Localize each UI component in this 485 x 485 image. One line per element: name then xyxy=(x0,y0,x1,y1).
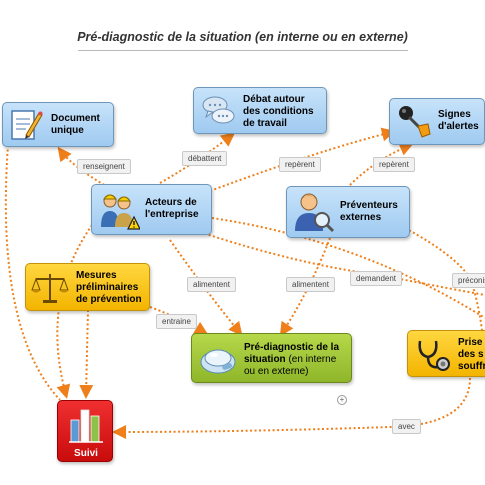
connector-reperent-left xyxy=(209,127,396,192)
label-document-unique: Document unique xyxy=(51,113,100,136)
label-mesures-preliminaires: Mesures préliminaires de prévention xyxy=(76,270,142,305)
tag-avec: avec xyxy=(392,419,421,434)
bar-chart-icon xyxy=(69,409,103,443)
alert-lever-icon xyxy=(399,106,431,138)
title-divider xyxy=(78,50,408,51)
label-debat-conditions-travail: Débat autour des conditions de travail xyxy=(243,94,314,129)
tag-renseignent: renseignent xyxy=(77,159,131,174)
node-debat-conditions-travail[interactable]: Débat autour des conditions de travail xyxy=(193,87,327,134)
expand-toggle[interactable]: + xyxy=(337,395,347,405)
node-pre-diagnostic[interactable]: Pré-diagnostic de la situation (en inter… xyxy=(191,333,352,383)
connector-mesures-suivi xyxy=(79,309,94,399)
pills-icon xyxy=(200,349,236,374)
person-magnifier-icon xyxy=(295,193,335,233)
tag-preconisent: préconise xyxy=(452,273,485,288)
tag-alimentent-right: alimentent xyxy=(286,277,335,292)
label-prise-souffrance: Prise des s souffr xyxy=(458,337,485,372)
node-document-unique[interactable]: Document unique xyxy=(2,102,114,147)
scales-icon xyxy=(31,274,69,303)
label-suivi: Suivi xyxy=(74,448,98,459)
connector-acteurs-demandent xyxy=(199,231,485,296)
node-prise-souffrance[interactable]: Prise des s souffr xyxy=(407,330,485,377)
node-suivi[interactable]: Suivi xyxy=(57,400,113,462)
tag-alimentent-left: alimentent xyxy=(187,277,236,292)
connector-entraine xyxy=(149,306,209,336)
tag-entraine: entraine xyxy=(156,314,197,329)
connector-document-suivi xyxy=(4,144,61,401)
node-mesures-preliminaires[interactable]: Mesures préliminaires de prévention xyxy=(25,263,150,311)
label-signes-alertes: Signes d'alertes xyxy=(438,109,479,132)
tag-reperent-left: repèrent xyxy=(279,157,321,172)
connector-debattent xyxy=(159,132,236,184)
diagram-title: Pré-diagnostic de la situation (en inter… xyxy=(77,30,408,44)
node-acteurs-entreprise[interactable]: Acteurs de l'entreprise xyxy=(91,184,212,235)
workers-warning-icon xyxy=(101,194,140,230)
node-preventeurs-externes[interactable]: Préventeurs externes xyxy=(286,186,410,238)
label-preventeurs-externes: Préventeurs externes xyxy=(340,200,398,223)
tag-debattent: débattent xyxy=(182,151,228,166)
stethoscope-icon xyxy=(418,340,450,371)
speech-bubbles-icon xyxy=(202,96,235,124)
connector-prise-suivi xyxy=(112,377,471,439)
document-pencil-icon xyxy=(11,110,43,140)
tag-reperent-right: repèrent xyxy=(373,157,415,172)
label-acteurs-entreprise: Acteurs de l'entreprise xyxy=(145,197,199,220)
node-signes-alertes[interactable]: Signes d'alertes xyxy=(389,98,485,145)
tag-demandent: demandent xyxy=(350,271,403,286)
label-pre-diagnostic: Pré-diagnostic de la situation (en inter… xyxy=(244,342,340,377)
